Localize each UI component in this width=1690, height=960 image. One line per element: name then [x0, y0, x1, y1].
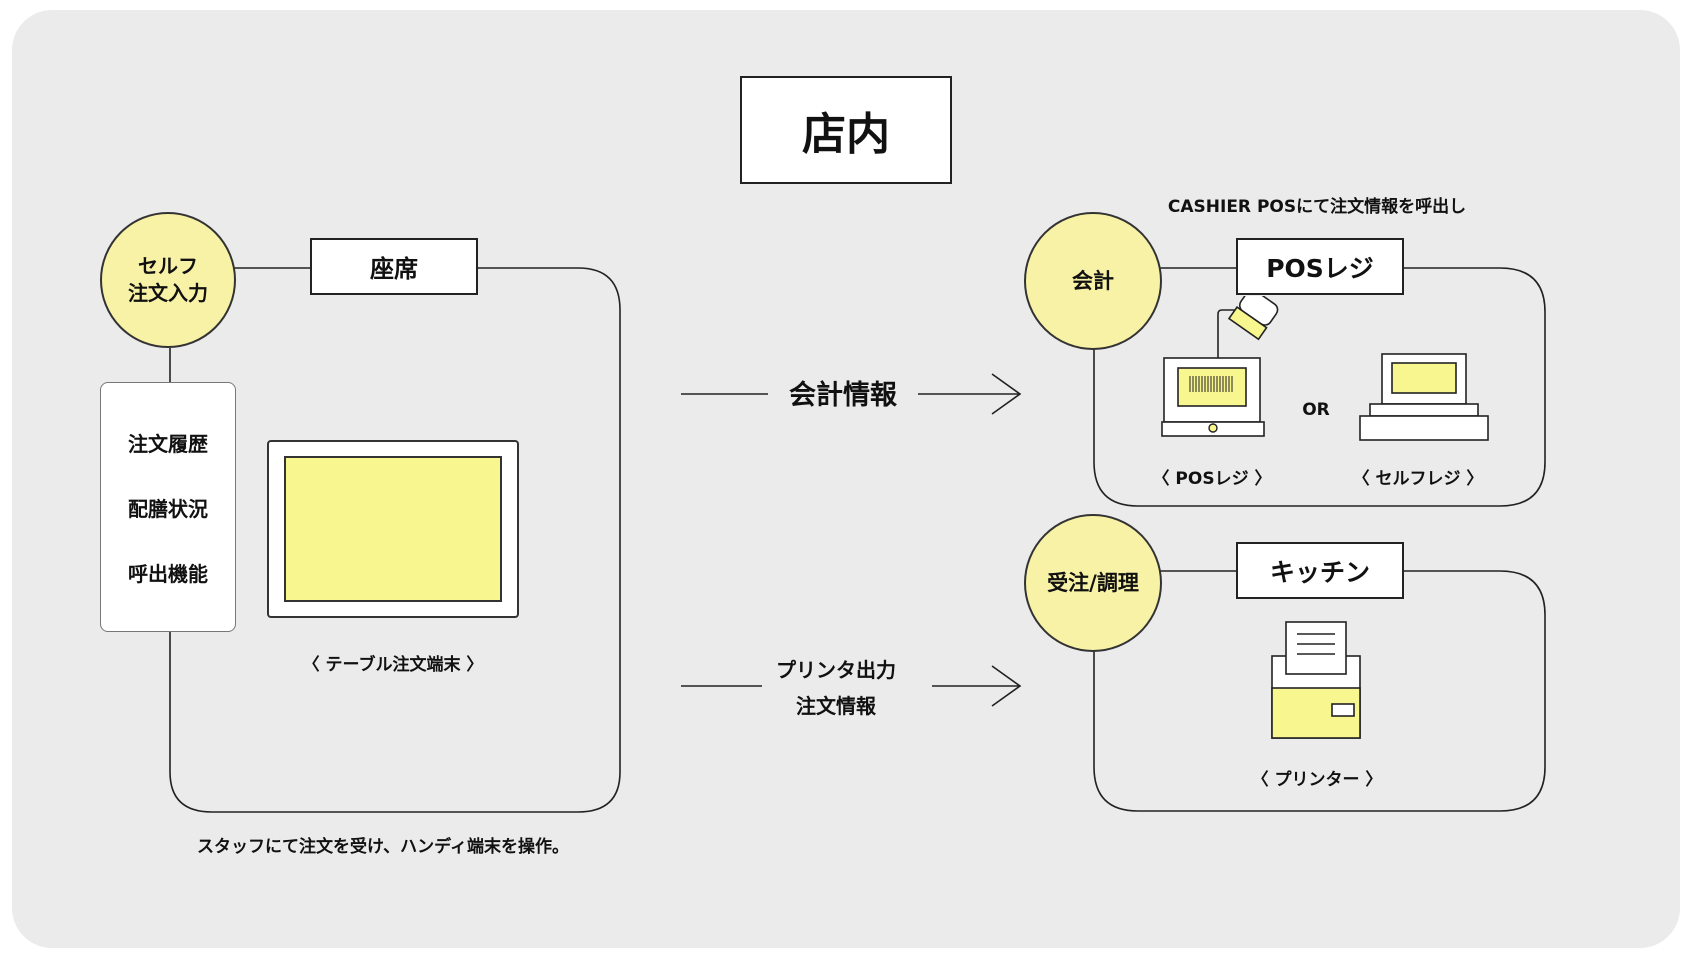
payment-circle-text: 会計	[1072, 268, 1114, 293]
self-order-line1: セルフ	[138, 254, 198, 278]
pos-register-icon	[1161, 296, 1279, 437]
kitchen-label: キッチン	[1236, 542, 1404, 599]
table-terminal-icon	[267, 440, 519, 618]
kitchen-label-text: キッチン	[1269, 557, 1370, 587]
printer-arrow	[681, 665, 1022, 707]
terminal-caption: 〈 テーブル注文端末 〉	[302, 655, 484, 675]
feature-call: 呼出機能	[128, 561, 208, 586]
payment-circle: 会計	[1024, 212, 1162, 350]
cashier-pos-note: CASHIER POSにて注文情報を呼出し	[1167, 197, 1467, 217]
self-order-line2: 注文入力	[128, 281, 208, 305]
printer-caption: 〈 プリンター 〉	[1251, 770, 1383, 790]
printer-output-label: プリンタ出力	[776, 658, 896, 682]
kitchen-circle-text: 受注/調理	[1047, 570, 1139, 595]
kitchen-circle: 受注/調理	[1024, 514, 1162, 652]
printer-icon	[1271, 621, 1361, 739]
feature-order-history: 注文履歴	[128, 431, 208, 456]
feature-list: 注文履歴 配膳状況 呼出機能	[100, 382, 236, 632]
feature-serving-status: 配膳状況	[128, 496, 208, 521]
pos-frame	[1093, 267, 1546, 507]
self-register-caption: 〈 セルフレジ 〉	[1352, 469, 1484, 489]
pos-register-label: POSレジ	[1236, 238, 1404, 295]
terminal-screen	[284, 456, 502, 602]
order-info-label: 注文情報	[796, 694, 876, 718]
payment-info-label: 会計情報	[789, 380, 897, 411]
seat-label: 座席	[310, 238, 478, 295]
or-label: OR	[1302, 400, 1330, 420]
pos-register-label-text: POSレジ	[1266, 253, 1374, 283]
payment-arrow	[681, 373, 1022, 415]
kitchen-frame	[1093, 570, 1546, 812]
pos-register-caption: 〈 POSレジ 〉	[1152, 469, 1272, 489]
seat-label-text: 座席	[370, 255, 418, 283]
page-title-text: 店内	[802, 109, 890, 160]
page-title: 店内	[740, 76, 952, 184]
self-order-circle: セルフ 注文入力	[100, 212, 236, 348]
staff-note: スタッフにて注文を受け、ハンディ端末を操作。	[197, 837, 569, 857]
self-register-icon	[1359, 353, 1489, 441]
